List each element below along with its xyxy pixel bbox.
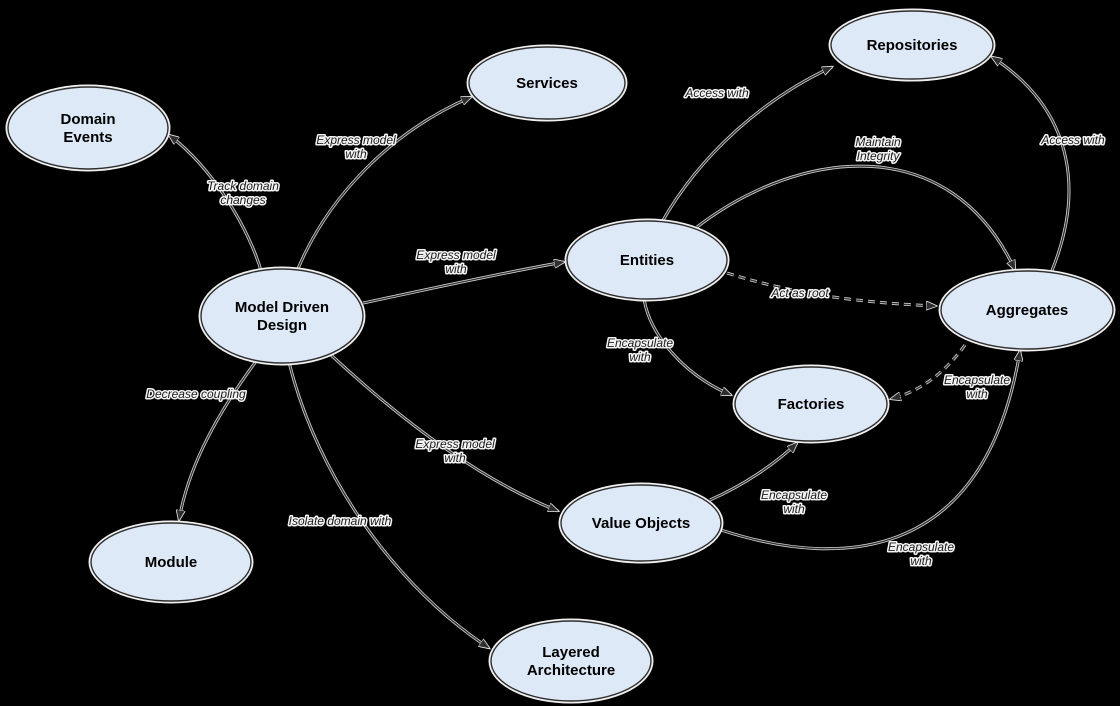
edge-line-express-model-value-objects: [330, 354, 558, 511]
node-repositories: Repositories: [828, 8, 996, 82]
node-aggregates: Aggregates: [938, 268, 1116, 352]
edge-line-track-domain-changes: [169, 135, 263, 275]
node-halo: [564, 218, 730, 302]
node-module: Module: [88, 520, 254, 604]
edge-label-decrease-coupling: Decrease coupling: [146, 387, 246, 401]
node-label-value-objects: Value Objects: [592, 515, 690, 532]
node-ellipse-layered-architecture: [490, 620, 652, 702]
edge-line-encapsulate-value-objects-factories: [709, 443, 797, 501]
edge-line-access-with-aggregates-repositories: [992, 57, 1070, 274]
node-label-entities: Entities: [620, 252, 674, 269]
node-label-factories: Factories: [778, 396, 845, 413]
edge-label-access-with-aggregates-repositories: Access with: [1040, 133, 1105, 147]
edge-access-with-aggregates-repositories: Access with: [992, 57, 1106, 274]
edge-access-with-entities-repositories: Access with: [660, 65, 832, 223]
edge-label-act-as-root: Act as root: [770, 286, 829, 300]
edge-line-express-model-services: [296, 97, 471, 272]
edge-line-act-as-root: [726, 272, 936, 306]
edge-line-encapsulate-value-objects-aggregates: [720, 351, 1020, 550]
node-label-module: Module: [145, 554, 198, 571]
node-label-repositories: Repositories: [867, 37, 958, 54]
edge-halo: [177, 359, 259, 521]
node-ellipse-value-objects: [560, 484, 722, 562]
node-ellipse-repositories: [830, 10, 994, 80]
node-ellipse-domain-events: [7, 86, 169, 170]
edge-line-maintain-integrity: [696, 165, 1015, 270]
edge-label-isolate-domain-with: Isolate domain with: [289, 514, 392, 528]
edge-line-encapsulate-entities-factories: [643, 298, 731, 395]
node-value-objects: Value Objects: [558, 482, 724, 564]
node-halo: [558, 482, 724, 564]
edge-isolate-domain-with: Isolate domain with: [287, 361, 489, 648]
node-label-services: Services: [516, 75, 578, 92]
node-ellipse-aggregates: [940, 270, 1114, 350]
node-halo: [488, 618, 654, 704]
node-ellipse-entities: [566, 220, 728, 300]
node-ellipse-module: [90, 522, 252, 602]
node-ellipse-services: [468, 46, 626, 120]
node-halo: [198, 266, 366, 366]
node-factories: Factories: [732, 364, 890, 444]
edge-decrease-coupling: Decrease coupling: [145, 359, 259, 521]
edge-halo: [696, 164, 1017, 271]
node-label-aggregates: Aggregates: [986, 302, 1069, 319]
node-services: Services: [466, 44, 628, 122]
node-halo: [732, 364, 890, 444]
edge-line-isolate-domain-with: [288, 361, 489, 648]
node-halo: [5, 84, 171, 172]
edge-halo: [295, 95, 472, 272]
node-halo: [828, 8, 996, 82]
edge-label-access-with-entities-repositories: Access with: [684, 86, 749, 100]
edge-act-as-root: Act as root: [726, 271, 937, 308]
edge-line-express-model-entities: [362, 262, 564, 304]
edge-line-decrease-coupling: [179, 359, 258, 520]
edge-line-access-with-entities-repositories: [661, 67, 832, 223]
edge-line-encapsulate-aggregates-factories: [891, 344, 966, 399]
node-halo: [466, 44, 628, 122]
node-ellipse-factories: [734, 366, 888, 442]
node-ellipse-model-driven-design: [200, 268, 364, 364]
edge-halo: [890, 344, 967, 401]
edge-halo: [726, 271, 937, 308]
node-entities: Entities: [564, 218, 730, 302]
node-halo: [938, 268, 1116, 352]
edge-halo: [329, 353, 559, 513]
node-halo: [88, 520, 254, 604]
